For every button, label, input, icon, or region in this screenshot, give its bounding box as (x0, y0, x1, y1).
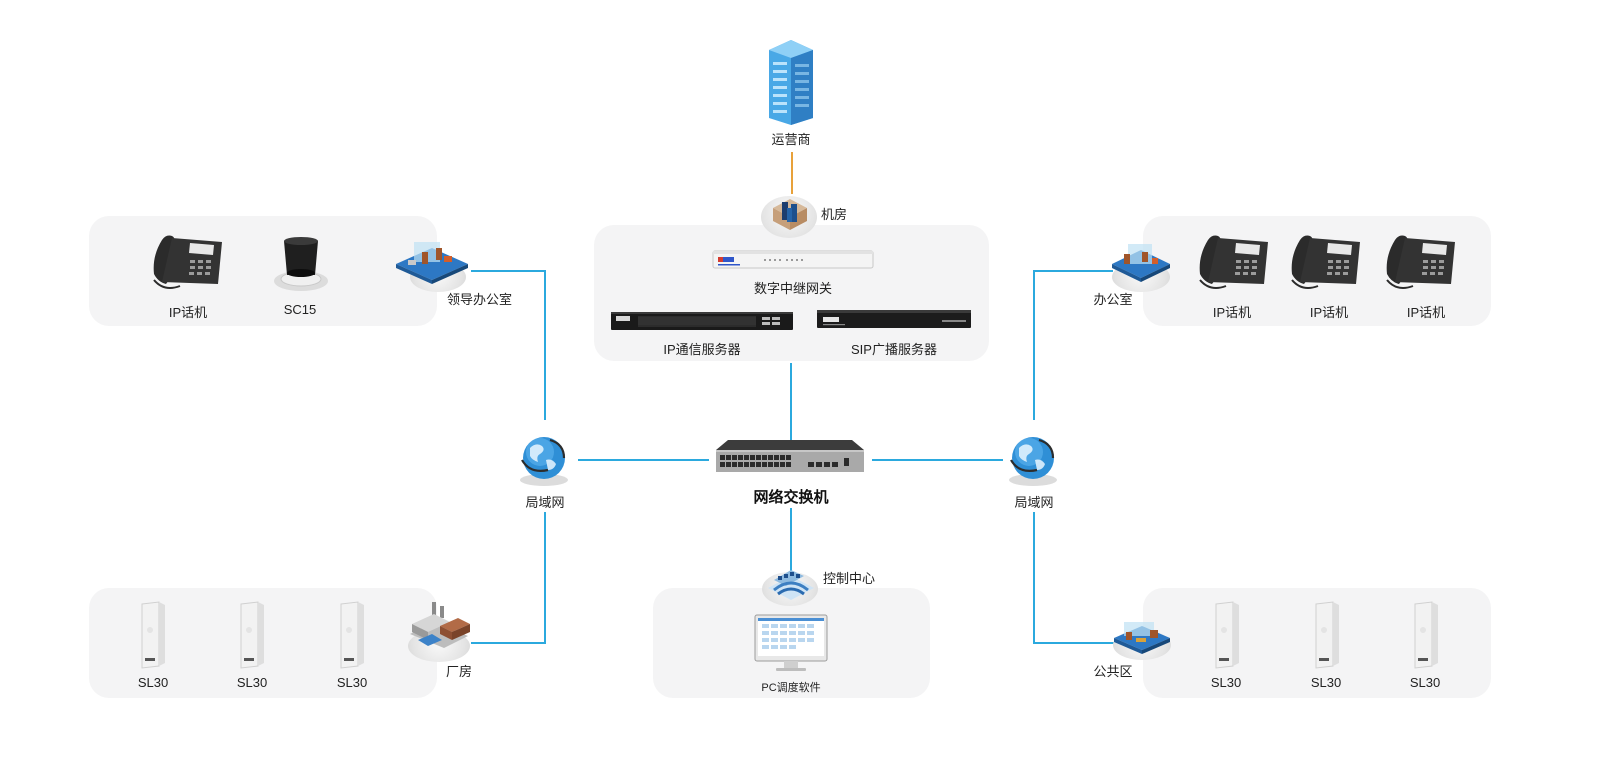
bottom-right-device-label-1: SL30 (1210, 675, 1242, 690)
column-speaker-icon (1414, 601, 1438, 669)
control-room-icon (768, 570, 814, 600)
bottom-left-device-label-2: SL30 (236, 675, 268, 690)
ceiling-speaker-icon (274, 237, 328, 291)
trunk-gateway-label: 数字中继网关 (753, 281, 833, 296)
top-left-panel (89, 216, 437, 326)
building-icon (769, 40, 813, 125)
ip-phone-icon (1199, 235, 1268, 289)
switch-to-control-line (790, 508, 792, 572)
right-lan-down-line (1033, 512, 1035, 644)
right-lan-up-line (1033, 270, 1035, 420)
top-left-device-label-2: SC15 (283, 302, 317, 317)
column-speaker-icon (340, 601, 364, 669)
right-lan-up-h-line (1033, 270, 1113, 272)
left-lan-up-h-line (471, 270, 546, 272)
top-right-device-label-1: IP话机 (1212, 305, 1252, 320)
server-rack-icon (773, 199, 807, 230)
leader-office-label: 领导办公室 (447, 292, 513, 307)
column-speaker-icon (1215, 601, 1239, 669)
office-room-icon (396, 242, 468, 284)
switch-to-right-lan-line (872, 459, 1003, 461)
carrier-link-line (791, 152, 793, 194)
ip-server-device (611, 312, 793, 330)
left-lan-down-h-line (471, 642, 546, 644)
bottom-left-device-label-1: SL30 (137, 675, 169, 690)
public-area-icon (1114, 622, 1170, 654)
right-lan-down-h-line (1033, 642, 1118, 644)
pc-monitor-icon (754, 614, 828, 671)
bottom-right-device-label-2: SL30 (1310, 675, 1342, 690)
office-room-icon (1112, 244, 1170, 282)
factory-icon (410, 602, 470, 648)
ip-phone-icon (153, 235, 222, 289)
bottom-left-device-label-3: SL30 (336, 675, 368, 690)
top-left-device-label-1: IP话机 (168, 305, 208, 320)
left-lan-down-line (544, 512, 546, 644)
pc-software-label: PC调度软件 (761, 682, 821, 694)
sip-server-device (817, 310, 971, 328)
top-right-device-label-3: IP话机 (1406, 305, 1446, 320)
office-label: 办公室 (1093, 292, 1133, 307)
bottom-right-device-label-3: SL30 (1409, 675, 1441, 690)
trunk-gateway-device (712, 250, 874, 269)
machine-room-label: 机房 (821, 207, 848, 222)
left-lan-up-line (544, 270, 546, 420)
column-speaker-icon (1315, 601, 1339, 669)
center-server-panel (594, 225, 989, 361)
switch-to-left-lan-line (578, 459, 709, 461)
control-center-label: 控制中心 (823, 571, 876, 586)
carrier-label: 运营商 (771, 132, 811, 147)
right-lan-label: 局域网 (1014, 495, 1054, 510)
column-speaker-icon (240, 601, 264, 669)
switch-label: 网络交换机 (753, 489, 829, 506)
ip-server-label: IP通信服务器 (663, 342, 741, 357)
sip-server-label: SIP广播服务器 (851, 342, 937, 357)
column-speaker-icon (141, 601, 165, 669)
left-lan-globe-icon (520, 437, 568, 486)
network-switch-device (716, 440, 864, 472)
left-lan-label: 局域网 (525, 495, 565, 510)
ip-phone-icon (1386, 235, 1455, 289)
right-lan-globe-icon (1009, 437, 1057, 486)
top-right-device-label-2: IP话机 (1309, 305, 1349, 320)
factory-label: 厂房 (445, 664, 473, 679)
server-to-switch-line (790, 363, 792, 440)
public-area-label: 公共区 (1093, 664, 1133, 679)
ip-phone-icon (1291, 235, 1360, 289)
